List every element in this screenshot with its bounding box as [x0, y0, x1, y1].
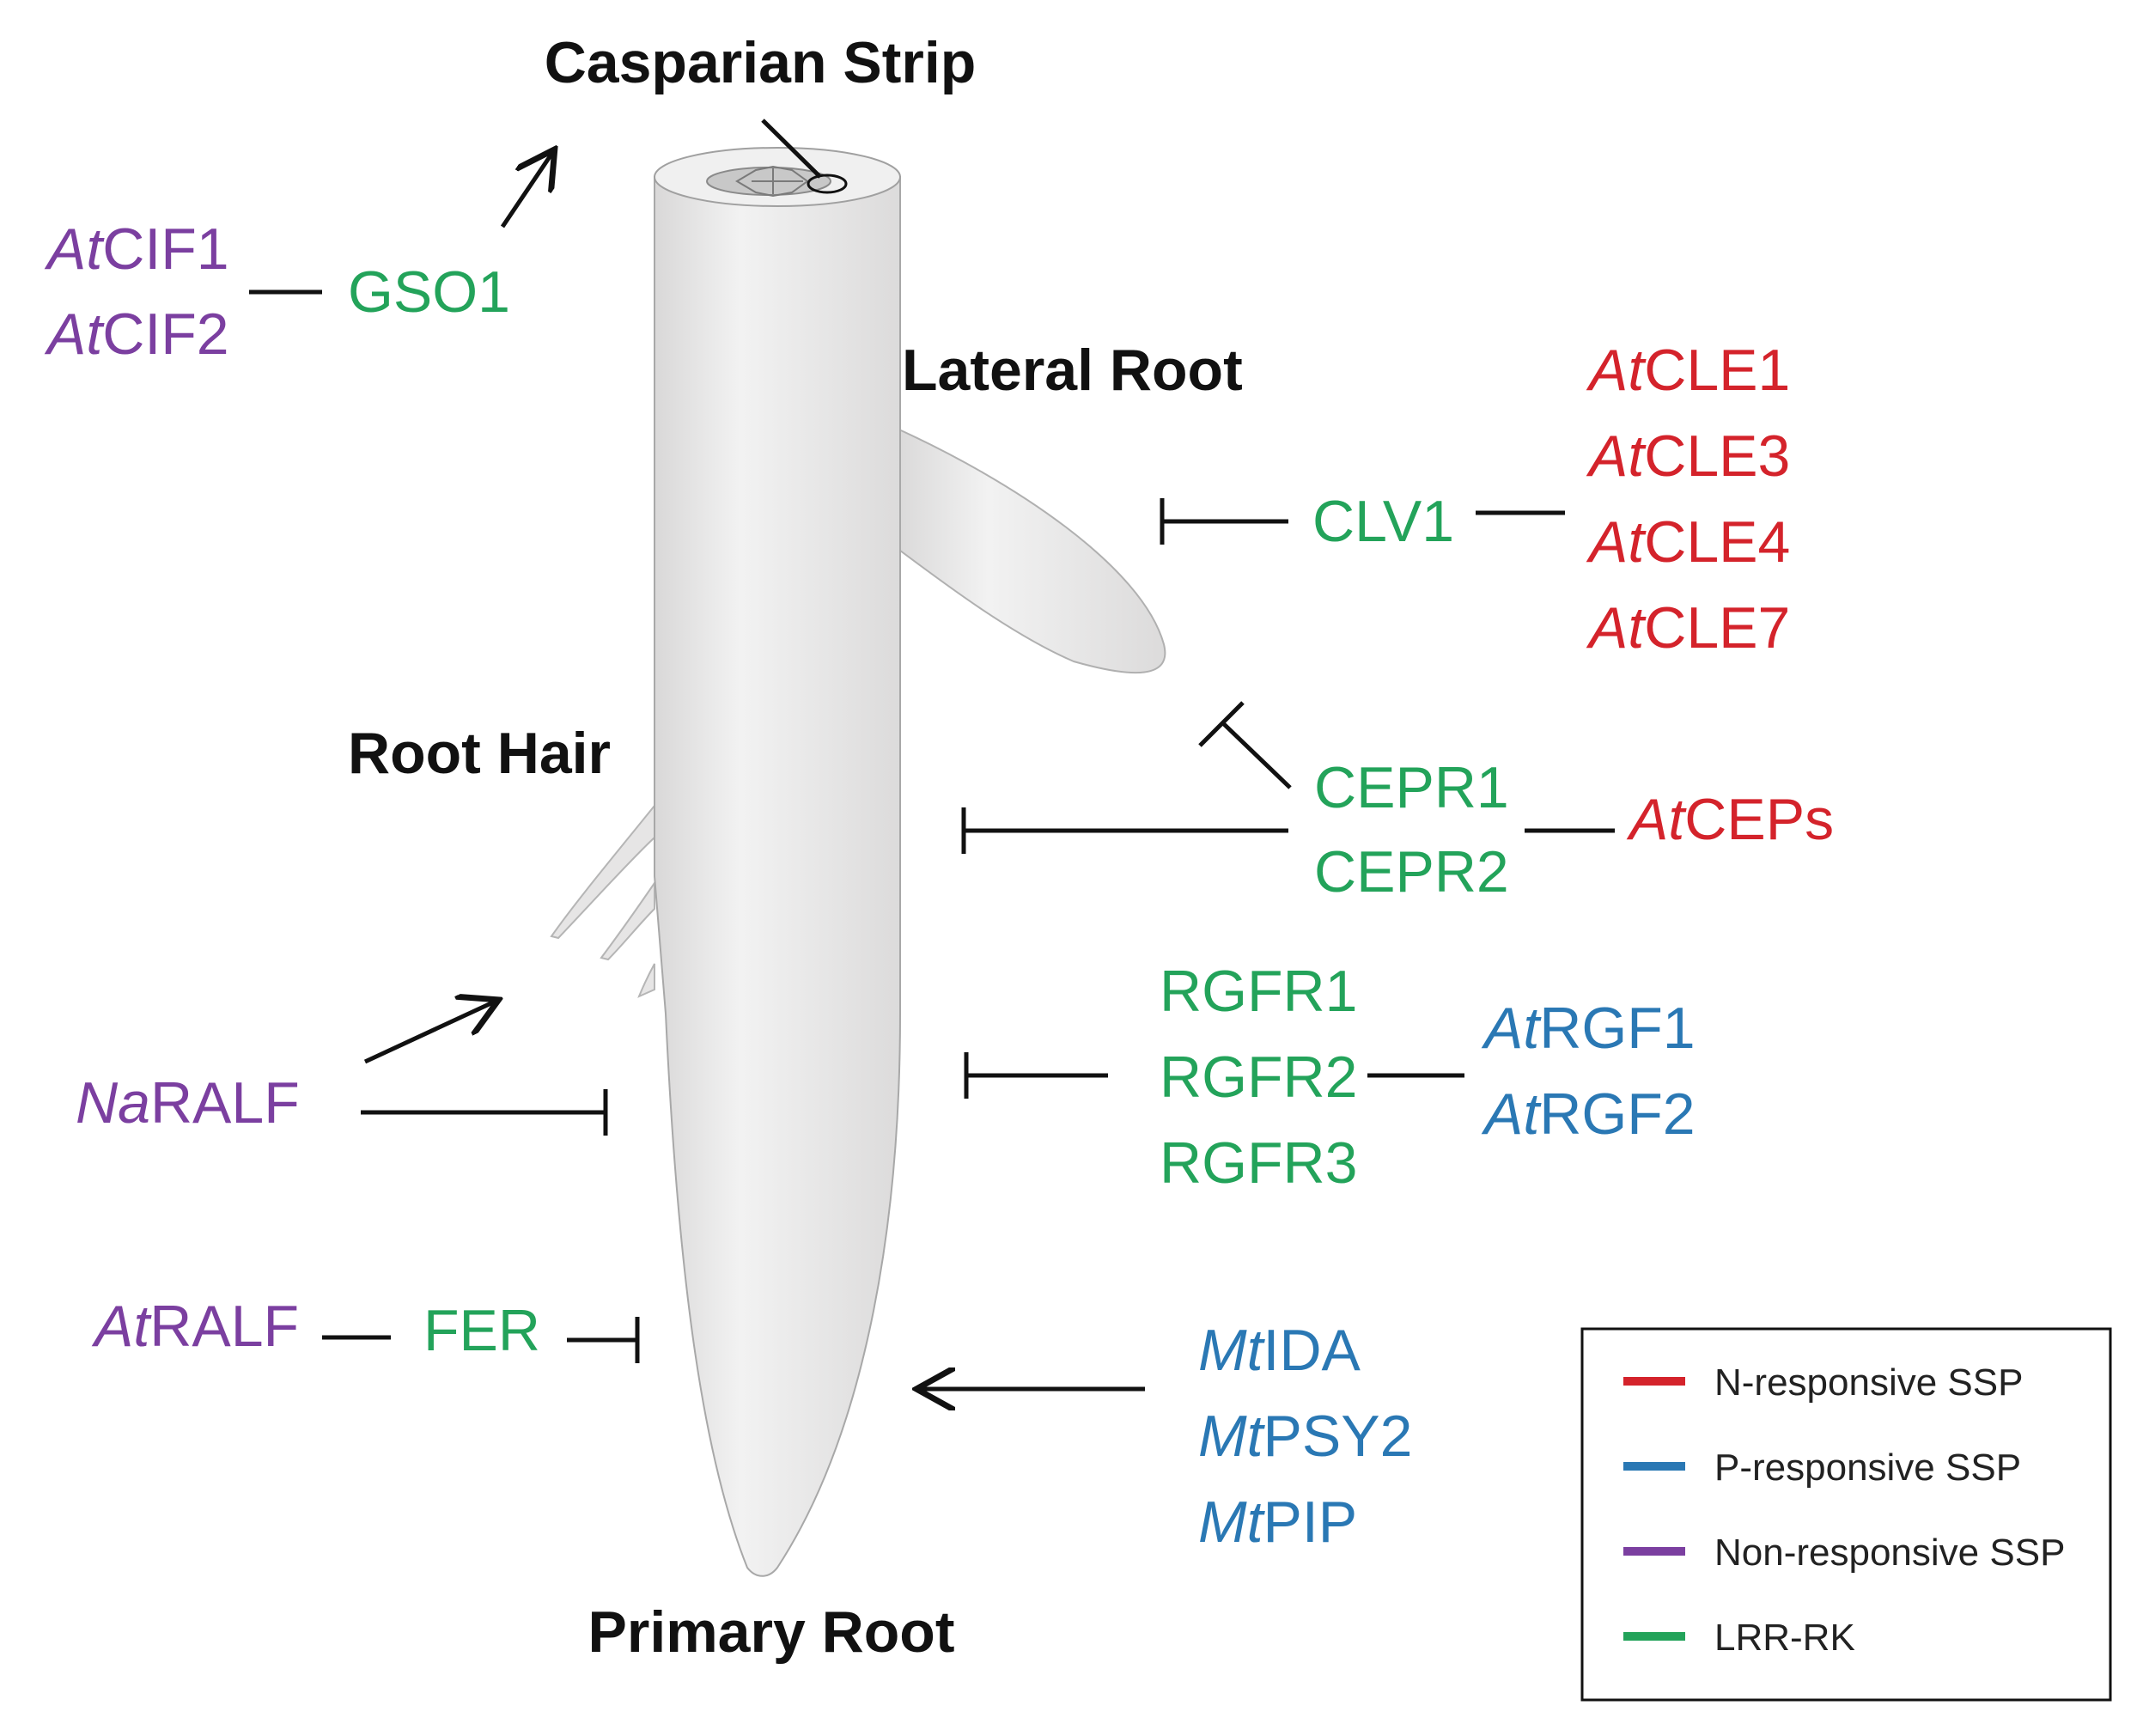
- clv1-label: CLV1: [1312, 489, 1454, 554]
- legend-label-lrr: LRR-RK: [1714, 1617, 1855, 1659]
- root-hair-1: [550, 803, 655, 940]
- rgfr2-label: RGFR2: [1160, 1045, 1357, 1110]
- rgfr3-label: RGFR3: [1160, 1130, 1357, 1196]
- rgfr1-label: RGFR1: [1160, 959, 1357, 1024]
- atcle1-label: AtCLE1: [1586, 338, 1790, 403]
- legend: N-responsive SSP P-responsive SSP Non-re…: [1580, 1327, 2112, 1702]
- lateral-root-shape: [892, 425, 1166, 674]
- primary-root-shape: [654, 176, 901, 1577]
- atceps-label: AtCEPs: [1626, 787, 1834, 852]
- cepr1-label: CEPR1: [1314, 755, 1509, 820]
- atralf-label: AtRALF: [91, 1294, 299, 1359]
- mtida-label: MtIDA: [1198, 1318, 1361, 1383]
- root-illustration: [550, 147, 1166, 1577]
- casparian-cell-marker: [807, 174, 848, 194]
- root-hair-3: [637, 963, 655, 998]
- legend-swatch-non: [1623, 1547, 1685, 1556]
- atcle3-label: AtCLE3: [1586, 423, 1790, 489]
- atcle4-label: AtCLE4: [1586, 509, 1790, 575]
- gso1-label: GSO1: [348, 259, 510, 325]
- atrgf1-label: AtRGF1: [1481, 996, 1696, 1061]
- primary-root-label: Primary Root: [588, 1599, 955, 1665]
- fer-label: FER: [423, 1298, 540, 1363]
- mtpsy2-label: MtPSY2: [1198, 1404, 1412, 1469]
- cepr-inhibits-lateral-root: [1222, 722, 1292, 789]
- gso1-to-casparian-arrow: [500, 153, 552, 228]
- legend-label-n: N-responsive SSP: [1714, 1361, 2023, 1404]
- atrgf2-label: AtRGF2: [1481, 1081, 1696, 1147]
- lateral-root-label: Lateral Root: [902, 338, 1243, 403]
- cepr2-label: CEPR2: [1314, 839, 1509, 905]
- naralf-promotes-root-hair: [363, 1002, 495, 1064]
- mtpip-label: MtPIP: [1198, 1489, 1357, 1555]
- root-hair-label: Root Hair: [348, 721, 611, 786]
- atcif2-label: AtCIF2: [44, 302, 229, 367]
- casparian-pointer-line: [761, 119, 822, 179]
- legend-swatch-p: [1623, 1462, 1685, 1471]
- cepr-lateral-inhibit-bar: [1198, 701, 1245, 747]
- root-hair-2: [600, 880, 655, 961]
- atcle7-label: AtCLE7: [1586, 595, 1790, 661]
- atcif1-label: AtCIF1: [44, 216, 229, 282]
- legend-swatch-n: [1623, 1377, 1685, 1386]
- legend-label-p: P-responsive SSP: [1714, 1447, 2021, 1489]
- legend-label-non: Non-responsive SSP: [1714, 1532, 2065, 1574]
- naralf-label: NaRALF: [76, 1070, 300, 1136]
- casparian-strip-label: Casparian Strip: [545, 30, 977, 95]
- cross-section-star: [735, 165, 809, 198]
- legend-swatch-lrr: [1623, 1632, 1685, 1641]
